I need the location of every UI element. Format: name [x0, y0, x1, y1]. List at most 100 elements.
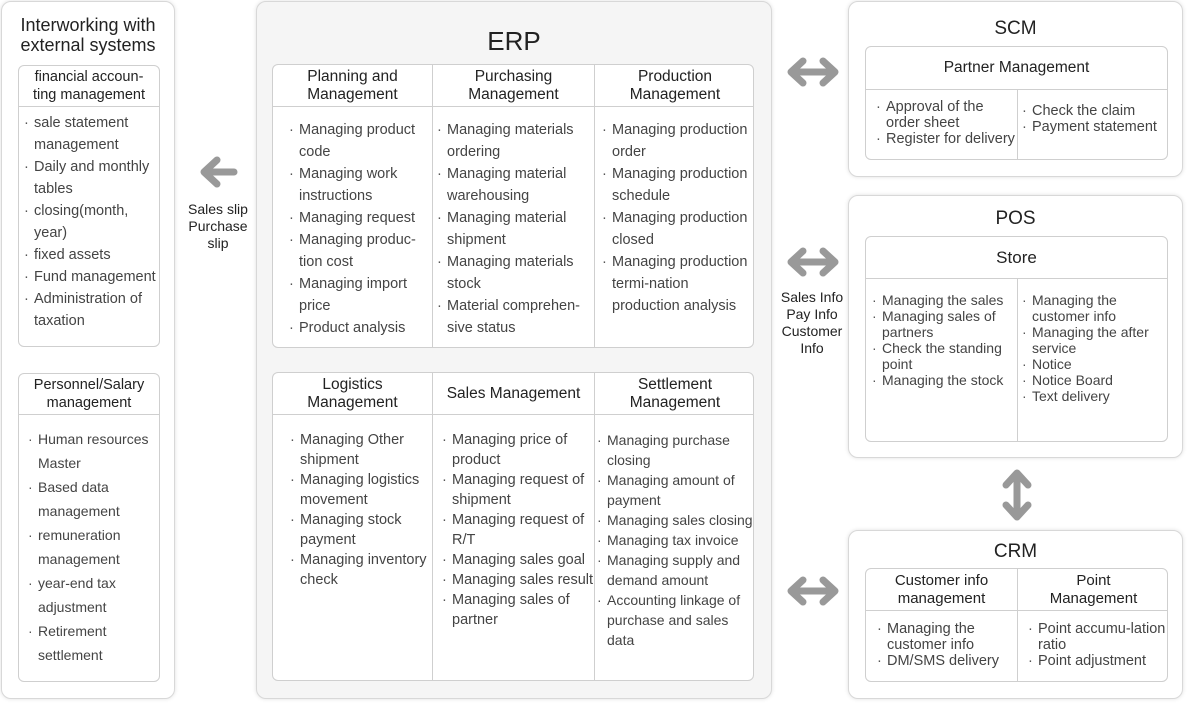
list-item: Managing materials ordering [436, 119, 594, 163]
list-item: Human resources Master [27, 427, 159, 475]
list-item: Managing material shipment [436, 207, 594, 251]
pos-double-arrow-shape [787, 247, 839, 277]
logistics-management-list: Managing Other shipmentManaging logistic… [289, 430, 431, 590]
list-item: Based data management [27, 475, 159, 523]
erp-top-box: Planning and Management Purchasing Manag… [272, 64, 754, 348]
financial-accounting-box: financial accoun-ting management sale st… [18, 65, 160, 347]
store-right-list: Managing the customer infoManaging the a… [1021, 292, 1167, 404]
customer-info-management-title: Customer info management [894, 571, 989, 607]
list-item: Managing produc-tion cost [288, 229, 431, 273]
list-item: Managing request of R/T [441, 510, 595, 550]
partner-management-left-list: Approval of the order sheetRegister for … [875, 99, 1017, 147]
pos-arrow-label-line: Pay Info [786, 306, 838, 322]
list-item: Managing inventory check [289, 550, 431, 590]
list-item: Managing production termi-nation product… [601, 251, 753, 317]
list-item: Accounting linkage of purchase and sales… [596, 590, 753, 650]
list-item: Managing product code [288, 119, 431, 163]
personnel-salary-list: Human resources MasterBased data managem… [27, 427, 159, 667]
pos-double-arrow-icon [787, 247, 839, 277]
erp-top-col-divider [594, 65, 595, 347]
list-item: Managing the after service [1021, 324, 1167, 356]
left-arrow-label-line: Purchase [188, 218, 248, 234]
list-item: Notice [1021, 356, 1167, 372]
erp-bottom-header-divider [273, 414, 753, 415]
left-arrow-icon [200, 156, 238, 188]
sales-management-list: Managing price of productManaging reques… [441, 430, 595, 630]
logistics-management-title: Logistics Management [307, 375, 398, 411]
financial-accounting-list: sale statement managementDaily and month… [23, 112, 159, 332]
crm-box: Customer info management Point Managemen… [865, 568, 1168, 682]
left-arrow-label: Sales slip Purchase slip [183, 201, 253, 252]
list-item: Managing the sales [871, 292, 1017, 308]
list-item: Managing logistics movement [289, 470, 431, 510]
crm-double-arrow-icon [787, 576, 839, 606]
list-item: Check the standing point [871, 340, 1017, 372]
pos-arrow-label-line: Customer [781, 323, 843, 339]
store-col-divider [1017, 279, 1018, 441]
production-management-list: Managing production orderManaging produc… [601, 119, 753, 317]
list-item: Material comprehen-sive status [436, 295, 594, 339]
store-box: Store Managing the salesManaging sales o… [865, 236, 1168, 442]
planning-management-title: Planning and Management [307, 67, 398, 103]
list-item: year-end tax adjustment [27, 571, 159, 619]
list-item: closing(month, year) [23, 200, 159, 244]
left-arrow-shape [200, 156, 238, 188]
list-item: Managing amount of payment [596, 470, 753, 510]
list-item: Retirement settlement [27, 619, 159, 667]
production-management-title: Production Management [629, 67, 721, 103]
partner-management-box: Partner Management Approval of the order… [865, 46, 1168, 160]
list-item: Daily and monthly tables [23, 156, 159, 200]
list-item: Managing sales of partner [441, 590, 595, 630]
list-item: Fund management [23, 266, 159, 288]
crm-panel: CRM Customer info management Point Manag… [848, 530, 1183, 699]
list-item: fixed assets [23, 244, 159, 266]
list-item: Managing sales result [441, 570, 595, 590]
list-item: Managing tax invoice [596, 530, 753, 550]
list-item: Managing sales of partners [871, 308, 1017, 340]
partner-management-title: Partner Management [866, 47, 1167, 90]
purchasing-management-title: Purchasing Management [468, 67, 559, 103]
list-item: Managing production schedule [601, 163, 753, 207]
list-item: Managing work instructions [288, 163, 431, 207]
list-item: sale statement management [23, 112, 159, 156]
list-item: Text delivery [1021, 388, 1167, 404]
settlement-management-list: Managing purchase closingManaging amount… [596, 430, 753, 650]
pos-arrow-label-line: Sales Info [780, 289, 844, 305]
left-arrow-label-line: slip [207, 235, 229, 251]
settlement-management-title: Settlement Management [629, 375, 721, 411]
list-item: Managing production closed [601, 207, 753, 251]
external-systems-panel: Interworking with external systems finan… [1, 1, 175, 699]
scm-panel: SCM Partner Management Approval of the o… [848, 1, 1183, 177]
scm-double-arrow-shape [787, 57, 839, 87]
list-item: Product analysis [288, 317, 431, 339]
list-item: Managing Other shipment [289, 430, 431, 470]
store-title: Store [866, 237, 1167, 279]
list-item: Managing supply and demand amount [596, 550, 753, 590]
list-item: Managing the customer info [876, 621, 1016, 653]
sales-management-title: Sales Management [446, 384, 581, 402]
erp-top-header-divider [273, 106, 753, 107]
list-item: Managing stock payment [289, 510, 431, 550]
erp-bottom-box: Logistics Management Sales Management Se… [272, 372, 754, 681]
list-item: Managing sales goal [441, 550, 595, 570]
list-item: Notice Board [1021, 372, 1167, 388]
scm-double-arrow-icon [787, 57, 839, 87]
list-item: Payment statement [1021, 119, 1167, 135]
financial-accounting-title: financial accoun-ting management [19, 66, 159, 107]
scm-title: SCM [994, 18, 1037, 39]
list-item: Managing import price [288, 273, 431, 317]
list-item: Register for delivery [875, 131, 1017, 147]
list-item: Managing production order [601, 119, 753, 163]
erp-bottom-col-divider [432, 373, 433, 680]
list-item: Administration of taxation [23, 288, 159, 332]
partner-management-right-list: Check the claimPayment statement [1021, 103, 1167, 135]
list-item: Managing materials stock [436, 251, 594, 295]
crm-title: CRM [993, 541, 1038, 562]
pos-title: POS [995, 208, 1036, 229]
list-item: Managing request of shipment [441, 470, 595, 510]
left-arrow-label-line: Sales slip [188, 201, 248, 217]
planning-management-list: Managing product codeManaging work instr… [288, 119, 431, 339]
pos-crm-vertical-arrow-shape [1002, 469, 1032, 521]
erp-top-col-divider [432, 65, 433, 347]
pos-arrow-label-line: Info [800, 340, 824, 356]
